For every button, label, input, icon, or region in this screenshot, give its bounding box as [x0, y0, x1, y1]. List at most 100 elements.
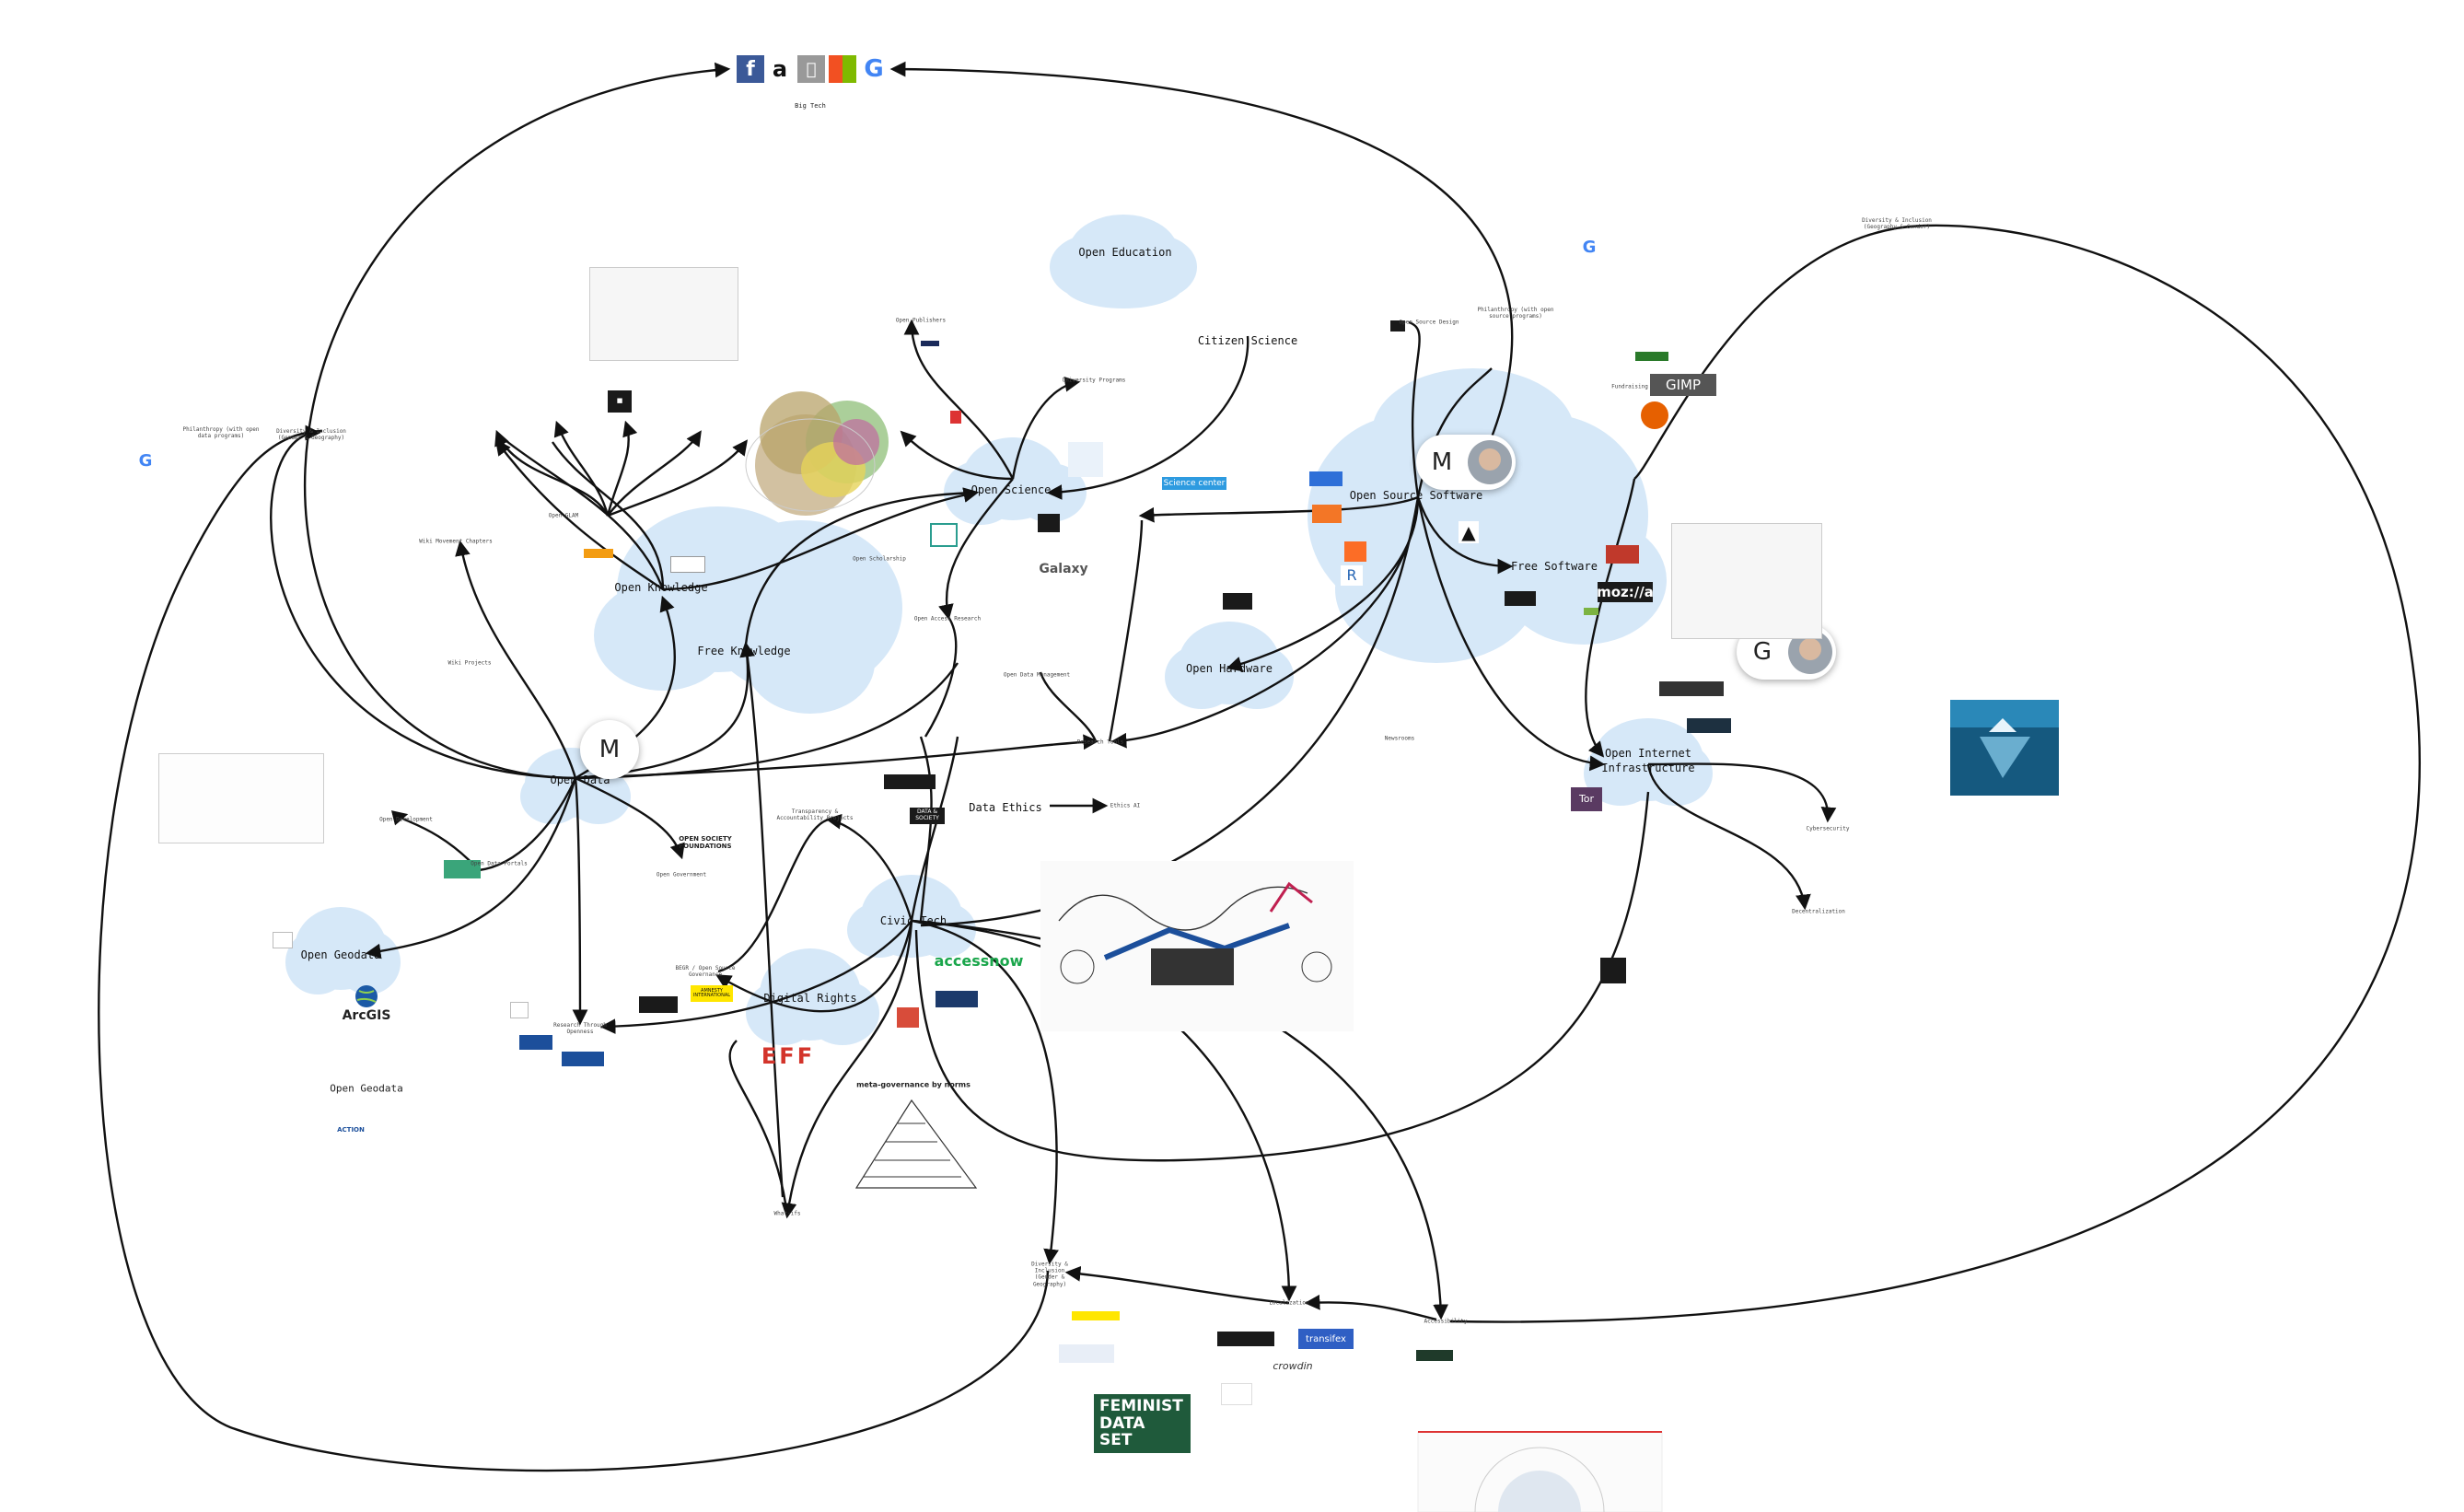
- caption-open-glam: Open GLAM: [548, 512, 579, 519]
- edge-ok-d: [607, 430, 702, 517]
- edge-research-up2: [1108, 519, 1144, 742]
- edge-whatif-up: [728, 1040, 789, 1216]
- edge-civic-whatif: [781, 920, 913, 1219]
- edge-ok-openscience: [662, 487, 980, 591]
- badge-logo-7: [884, 774, 936, 789]
- badge-logo-5: [1600, 958, 1626, 983]
- badge-logo-23: [670, 556, 705, 573]
- edge-ok-branch2: [501, 436, 665, 590]
- badge-logo-25: [930, 523, 958, 547]
- label-big-tech: Big Tech: [795, 102, 826, 110]
- caption-philanthropy-left: Philanthropy (with open data programs): [182, 425, 260, 439]
- badge-logo-4: [1659, 681, 1724, 696]
- edge-loc-diversity: [1064, 1265, 1290, 1305]
- cloud-open-science[interactable]: [944, 437, 1087, 525]
- caption-cybersecurity: Cybersecurity: [1806, 825, 1850, 832]
- edge-citizen-os: [1046, 335, 1249, 500]
- avatar-group-oss[interactable]: M: [1416, 435, 1516, 490]
- edge-fk-down: [744, 644, 785, 1198]
- label-free-knowledge: Free Knowledge: [697, 645, 791, 657]
- badge-logo-11: [1635, 352, 1668, 361]
- edge-civic-diversity: [911, 919, 1059, 1265]
- caption-what-if: What-ifs: [773, 1210, 801, 1217]
- cloud-open-education[interactable]: [1050, 215, 1197, 308]
- caption-gsoc: Fundraising: [1611, 383, 1648, 390]
- edge-oss-civic: [920, 496, 1420, 927]
- edge-opendata-gov: [575, 776, 685, 860]
- caption-wiki-projects: Wiki Projects: [447, 659, 492, 667]
- badge-logo-27: [510, 1002, 529, 1018]
- venn-diagram: [745, 391, 889, 516]
- caption-open-scholarship: Open Scholarship: [853, 555, 906, 563]
- edge-fk-openscience: [744, 491, 977, 646]
- edge-oss-os: [1138, 495, 1419, 523]
- caption-oss-gov: BEGR / Open Source Governance: [675, 964, 736, 978]
- edge-opendata-research2: [572, 777, 588, 1026]
- edge-oss-bigtech: [889, 61, 1514, 480]
- eff-logo: EFF: [761, 1043, 816, 1069]
- edge-oss-research: [1110, 496, 1420, 749]
- avatar-initial: M: [599, 736, 621, 763]
- caption-decentralization: Decentralization: [1792, 908, 1845, 915]
- badge-logo-20: [1059, 1344, 1114, 1363]
- label-open-science: Open Science: [970, 483, 1052, 496]
- badge-logo-22: [1584, 608, 1598, 615]
- badge-logo-28: [273, 932, 293, 948]
- edge-ok-b: [553, 420, 610, 517]
- facebook-icon: f: [737, 55, 764, 83]
- caption-diversity-bottom: Diversity & Inclusion (Gender & Geograph…: [1031, 1261, 1068, 1288]
- meta-governance-pyramid: [854, 1099, 978, 1189]
- edge-opendata-wiki: [455, 540, 577, 779]
- linux-tux-icon: ▲: [1459, 521, 1479, 543]
- jupyter-icon: [1312, 505, 1342, 523]
- caption-open-data-management: Open Data Management: [1003, 671, 1071, 679]
- badge-logo-10: [1390, 320, 1405, 331]
- caption-newsroom: Newsrooms: [1384, 735, 1415, 742]
- google-icon: G: [860, 55, 888, 83]
- mozilla-logo: moz://a: [1597, 582, 1654, 602]
- edge-civic-research: [599, 920, 912, 1035]
- caption-open-development: Open Development: [379, 816, 433, 823]
- badge-logo-9: [1416, 1350, 1453, 1361]
- iceberg-image: [1950, 700, 2059, 796]
- microsoft-icon: [829, 55, 856, 83]
- edge-ok-e: [607, 439, 749, 518]
- internet-society-logo: [1687, 718, 1731, 733]
- r-language-icon: R: [1341, 565, 1363, 586]
- cloud-digital-rights[interactable]: [746, 948, 879, 1045]
- caption-wikimedia: Wiki Movement Chapters: [419, 538, 493, 545]
- edge-oii-civic: [914, 791, 1650, 1162]
- badge-logo-17: [444, 860, 481, 878]
- badge-logo-15: [519, 1035, 552, 1050]
- badge-logo-12: [1606, 545, 1639, 564]
- avatar-collaborator[interactable]: M: [580, 720, 639, 779]
- edge-civic-localization: [911, 919, 1297, 1302]
- label-action: ACTION: [337, 1126, 365, 1134]
- caption-open-source-design: Open Source Design: [1399, 319, 1459, 326]
- institution-icon: ■: [608, 390, 632, 413]
- apple-icon: : [797, 55, 825, 83]
- edge-os-publishers: [903, 319, 1015, 480]
- edge-access-down: [924, 616, 958, 738]
- badge-logo-2: [1038, 514, 1060, 532]
- badge-logo-21: [1221, 1383, 1252, 1405]
- edge-gov-dev: [390, 810, 480, 871]
- edge-os-programs: [1011, 376, 1081, 480]
- label-free-software: Free Software: [1511, 560, 1598, 573]
- edge-oii-decentral: [1646, 763, 1811, 911]
- badge-logo-8: [1217, 1332, 1274, 1346]
- cloud-open-source-free-software[interactable]: [1308, 368, 1667, 663]
- label-digital-rights: Digital Rights: [763, 992, 857, 1005]
- label-open-data: Open Data: [550, 773, 610, 786]
- caption-localization: Localization: [1269, 1299, 1309, 1307]
- cloud-open-geodata[interactable]: [285, 907, 401, 994]
- edge-opendata-research: [575, 734, 1099, 780]
- edge-civic-ethics: [910, 736, 959, 922]
- edge-civic-oss-gov: [715, 920, 913, 1013]
- edge-opendata-geodata: [365, 777, 577, 960]
- avatar-initial-2: M: [1431, 448, 1453, 476]
- edge-ok-scholarly: [494, 439, 664, 590]
- badge-logo-26: [950, 411, 961, 424]
- caption-research-through: Research Through Openness: [553, 1021, 607, 1035]
